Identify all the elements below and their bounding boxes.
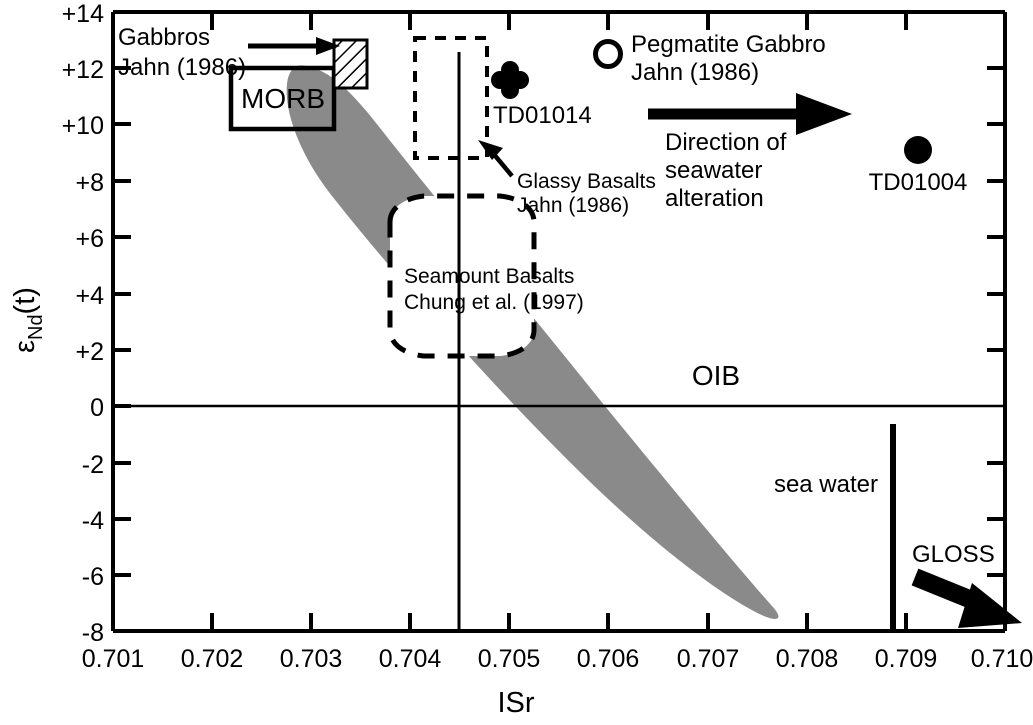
legend-marker-pegmatite-gabbro bbox=[593, 39, 623, 69]
svg-text:εNd(t): εNd(t) bbox=[9, 287, 47, 353]
field-ellipse-seamount-basalts bbox=[387, 193, 537, 359]
data-point-td01014 bbox=[491, 61, 529, 99]
y-tick-label: +10 bbox=[62, 112, 104, 140]
x-axis-ticks bbox=[111, 613, 1007, 631]
y-axis-tick-labels: +14 +12 +10 +8 +6 +4 +2 0 -2 -4 -6 -8 bbox=[62, 0, 105, 647]
y-tick-label: 0 bbox=[90, 394, 104, 422]
annotation-gabbros-line2: Jahn (1986) bbox=[118, 54, 246, 81]
glassy-basalts-arrow-icon bbox=[478, 140, 514, 178]
legend-label-pegmatite-line1: Pegmatite Gabbro bbox=[631, 31, 826, 58]
annotation-sea-water-label: sea water bbox=[774, 471, 878, 498]
data-point-td01004 bbox=[904, 136, 932, 164]
data-point-label-td01004: TD01004 bbox=[869, 169, 968, 196]
x-tick-label: 0.703 bbox=[280, 645, 343, 673]
annotation-seawater-line3: alteration bbox=[665, 185, 764, 212]
y-axis-title-epsilon: ε bbox=[9, 340, 41, 353]
annotation-seamount-line2: Chung et al. (1997) bbox=[404, 291, 584, 314]
y-tick-label: +14 bbox=[62, 0, 105, 28]
x-tick-label: 0.710 bbox=[971, 645, 1033, 673]
seawater-alteration-arrow-icon bbox=[648, 93, 852, 135]
annotation-gabbros-line1: Gabbros bbox=[118, 24, 210, 51]
annotation-seamount-line1: Seamount Basalts bbox=[404, 265, 574, 288]
annotation-glassy-basalts-line2: Jahn (1986) bbox=[517, 194, 629, 217]
legend-label-pegmatite-line2: Jahn (1986) bbox=[631, 59, 759, 86]
field-oib-gray-band bbox=[286, 65, 779, 619]
x-tick-label: 0.708 bbox=[776, 645, 839, 673]
field-label-morb: MORB bbox=[241, 83, 325, 114]
y-axis-ticks bbox=[113, 10, 131, 633]
field-box-glassy-basalts bbox=[413, 36, 489, 160]
y-axis-ticks-right bbox=[987, 66, 1005, 577]
y-tick-label: +6 bbox=[75, 225, 104, 253]
x-tick-label: 0.707 bbox=[677, 645, 740, 673]
annotation-gloss-label: GLOSS bbox=[912, 541, 995, 568]
field-box-morb bbox=[228, 65, 337, 132]
y-axis-title: εNd(t) bbox=[9, 287, 47, 353]
data-point-label-td01014: TD01014 bbox=[493, 102, 592, 129]
y-tick-label: +4 bbox=[75, 282, 104, 310]
y-tick-label: +12 bbox=[62, 56, 104, 84]
annotation-seawater-line1: Direction of bbox=[665, 129, 787, 156]
x-tick-label: 0.702 bbox=[181, 645, 244, 673]
y-tick-label: -2 bbox=[82, 451, 104, 479]
oib-polygon bbox=[286, 65, 779, 619]
x-tick-label: 0.705 bbox=[478, 645, 541, 673]
field-label-oib: OIB bbox=[692, 360, 740, 391]
y-tick-label: +2 bbox=[75, 338, 104, 366]
x-axis-tick-labels: 0.701 0.702 0.703 0.704 0.705 0.706 0.70… bbox=[82, 645, 1033, 673]
x-tick-label: 0.709 bbox=[875, 645, 938, 673]
x-tick-label: 0.701 bbox=[82, 645, 145, 673]
x-axis-ticks-top bbox=[210, 12, 908, 30]
x-axis-title: ISr bbox=[497, 687, 534, 719]
gabbros-arrow-icon bbox=[248, 37, 340, 55]
y-tick-label: -8 bbox=[82, 619, 104, 647]
y-tick-label: -6 bbox=[82, 563, 104, 591]
y-axis-title-tail: (t) bbox=[9, 287, 41, 314]
annotation-glassy-basalts-line1: Glassy Basalts bbox=[517, 170, 656, 193]
annotation-seawater-line2: seawater bbox=[665, 157, 762, 184]
y-axis-title-sub: Nd bbox=[25, 314, 47, 340]
x-tick-label: 0.706 bbox=[577, 645, 640, 673]
y-tick-label: +8 bbox=[75, 169, 104, 197]
y-tick-label: -4 bbox=[82, 507, 104, 535]
x-tick-label: 0.704 bbox=[379, 645, 442, 673]
field-box-gabbros-hatched bbox=[332, 38, 369, 90]
